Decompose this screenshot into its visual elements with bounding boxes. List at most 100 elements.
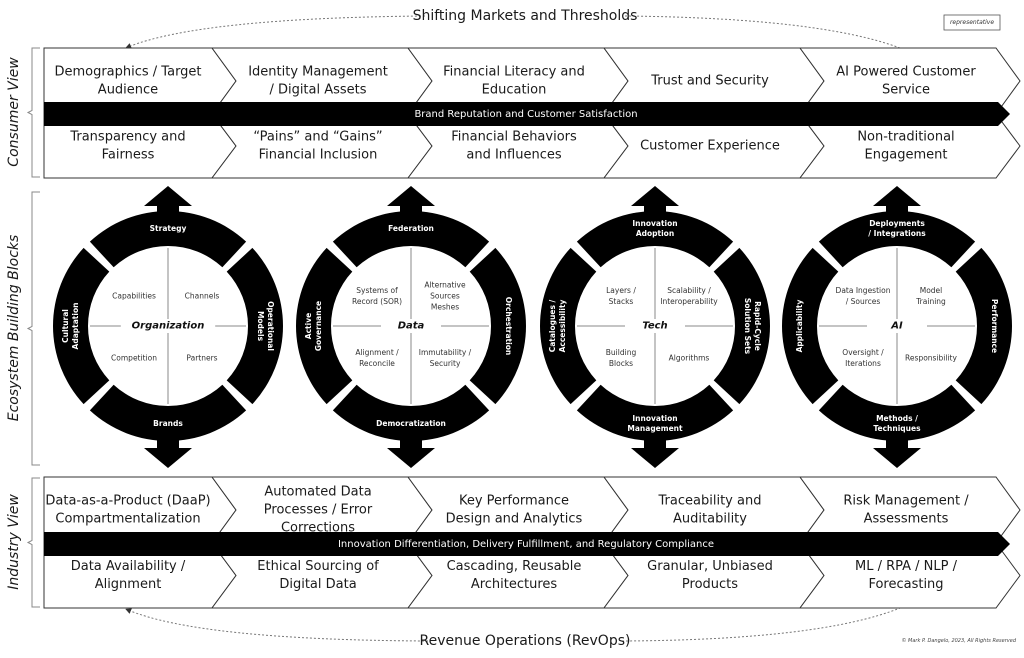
chevron-label: “Pains” and “Gains”Financial Inclusion	[253, 130, 382, 163]
chevron-label-line: Processes / Error	[264, 503, 373, 518]
chevron-label-line: Products	[682, 577, 738, 592]
quadrant-bottom-left-line: Reconcile	[359, 359, 395, 368]
ring-label-top-line: Federation	[388, 224, 434, 233]
chevron-label: Trust and Security	[650, 74, 769, 89]
down-arrow-icon	[387, 431, 435, 468]
ring-segment-right	[469, 247, 526, 405]
ring-label-bottom: Methods /Techniques	[873, 414, 921, 433]
quadrant-top-left: Systems of Record (SOR)	[352, 286, 402, 306]
chevron-label-line: Financial Behaviors	[451, 130, 577, 145]
chevron-label: Data Availability /Alignment	[71, 559, 186, 592]
ring-segment-bottom	[818, 384, 976, 442]
ring-label-top: Deployments/ Integrations	[868, 219, 926, 238]
chevron-label: Data-as-a-Product (DaaP)Compartmentaliza…	[45, 494, 210, 527]
ring-label-bottom: Brands	[153, 419, 183, 428]
ring-label-right-line: Rapid-Cycle	[753, 301, 762, 351]
quadrant-bottom-left-line: Iterations	[845, 359, 881, 368]
up-arrow-icon	[873, 186, 921, 221]
industry-band-label: Innovation Differentiation, Delivery Ful…	[338, 539, 714, 550]
ring-segment-left	[296, 247, 353, 405]
chevron-label-line: Audience	[98, 83, 158, 98]
chevron-label-line: Data Availability /	[71, 559, 186, 574]
wheel-center-label: AI	[890, 321, 903, 332]
ring-label-right: Orchestration	[504, 297, 513, 355]
chevron-label-line: Risk Management /	[843, 494, 969, 509]
wheel-center-label: Data	[398, 321, 425, 332]
quadrant-top-left-line: Stacks	[609, 297, 634, 306]
quadrant-top-right-line: Channels	[185, 292, 220, 301]
chevron-label-line: Cascading, Reusable	[447, 559, 582, 574]
quadrant-bottom-left-line: Alignment /	[355, 348, 399, 357]
ecosystem-bracket	[26, 191, 40, 466]
ring-segment-left	[53, 247, 110, 405]
quadrant-top-right-line: Meshes	[431, 303, 459, 312]
quadrant-top-left-line: Systems of	[356, 286, 398, 295]
representative-tag: representative	[943, 14, 1001, 31]
ring-label-left-line: Catalogues /	[548, 299, 557, 352]
chevron-label-line: Corrections	[281, 521, 355, 536]
center-label-bg	[392, 319, 430, 333]
chevron-label-line: Forecasting	[868, 577, 943, 592]
wheel-center-label: Tech	[642, 321, 667, 332]
up-arrow-icon	[144, 186, 192, 221]
ring-label-bottom-line: Innovation	[632, 414, 677, 423]
quadrant-top-right-line: Training	[915, 297, 946, 306]
consumer-band-label: Brand Reputation and Customer Satisfacti…	[414, 109, 637, 120]
chevron-label-line: Non-traditional	[857, 130, 954, 145]
ring-label-left: Applicability	[795, 300, 804, 353]
industry-top-chevron: Data-as-a-Product (DaaP)Compartmentaliza…	[43, 476, 237, 544]
quadrant-top-left-line: Layers /	[606, 286, 636, 295]
center-label-bg	[120, 319, 216, 333]
ring-label-top-line: / Integrations	[868, 229, 926, 238]
representative-tag-label: representative	[950, 19, 994, 26]
consumer-view-bracket	[26, 47, 40, 178]
chevron-label-line: Auditability	[673, 512, 747, 527]
quadrant-top-right: Channels	[185, 292, 220, 301]
bottom-left-dashed-connector	[125, 608, 429, 642]
chevron-label-line: Education	[482, 83, 547, 98]
ring-segment-bottom	[576, 384, 734, 442]
ring-label-right-line: Solution Sets	[743, 298, 752, 355]
quadrant-top-right-line: Alternative	[424, 281, 466, 290]
quadrant-bottom-right-line: Responsibility	[905, 354, 957, 363]
quadrant-bottom-right: Responsibility	[905, 354, 957, 363]
ring-label-left-line: Cultural	[61, 309, 70, 343]
chevron-label-line: Traceability and	[658, 494, 762, 509]
quadrant-top-left-line: / Sources	[846, 297, 881, 306]
ring-segment-bottom	[89, 384, 247, 442]
ring-label-top: Federation	[388, 224, 434, 233]
chevron-label-line: Granular, Unbiased	[647, 559, 773, 574]
ring-label-top-line: Deployments	[869, 219, 925, 228]
chevron-label-line: AI Powered Customer	[836, 65, 976, 80]
down-arrow-icon	[144, 431, 192, 468]
chevron-label-line: Architectures	[471, 577, 558, 592]
quadrant-bottom-left-line: Oversight /	[842, 348, 884, 357]
quadrant-bottom-right: Partners	[186, 354, 217, 363]
chevron-label-line: Digital Data	[279, 577, 356, 592]
ring-segment-left	[540, 247, 597, 405]
ring-segment-right	[226, 247, 283, 405]
chevron-label-line: Trust and Security	[650, 74, 769, 89]
industry-view-label: Industry View	[6, 494, 22, 590]
ring-label-left-line: Applicability	[795, 300, 804, 353]
copyright-notice: © Mark P. Dangelo, 2023, All Rights Rese…	[901, 637, 1016, 644]
quadrant-top-left-line: Record (SOR)	[352, 297, 402, 306]
chevron-label-line: Design and Analytics	[446, 512, 583, 527]
ring-label-right-line: Performance	[990, 299, 999, 353]
